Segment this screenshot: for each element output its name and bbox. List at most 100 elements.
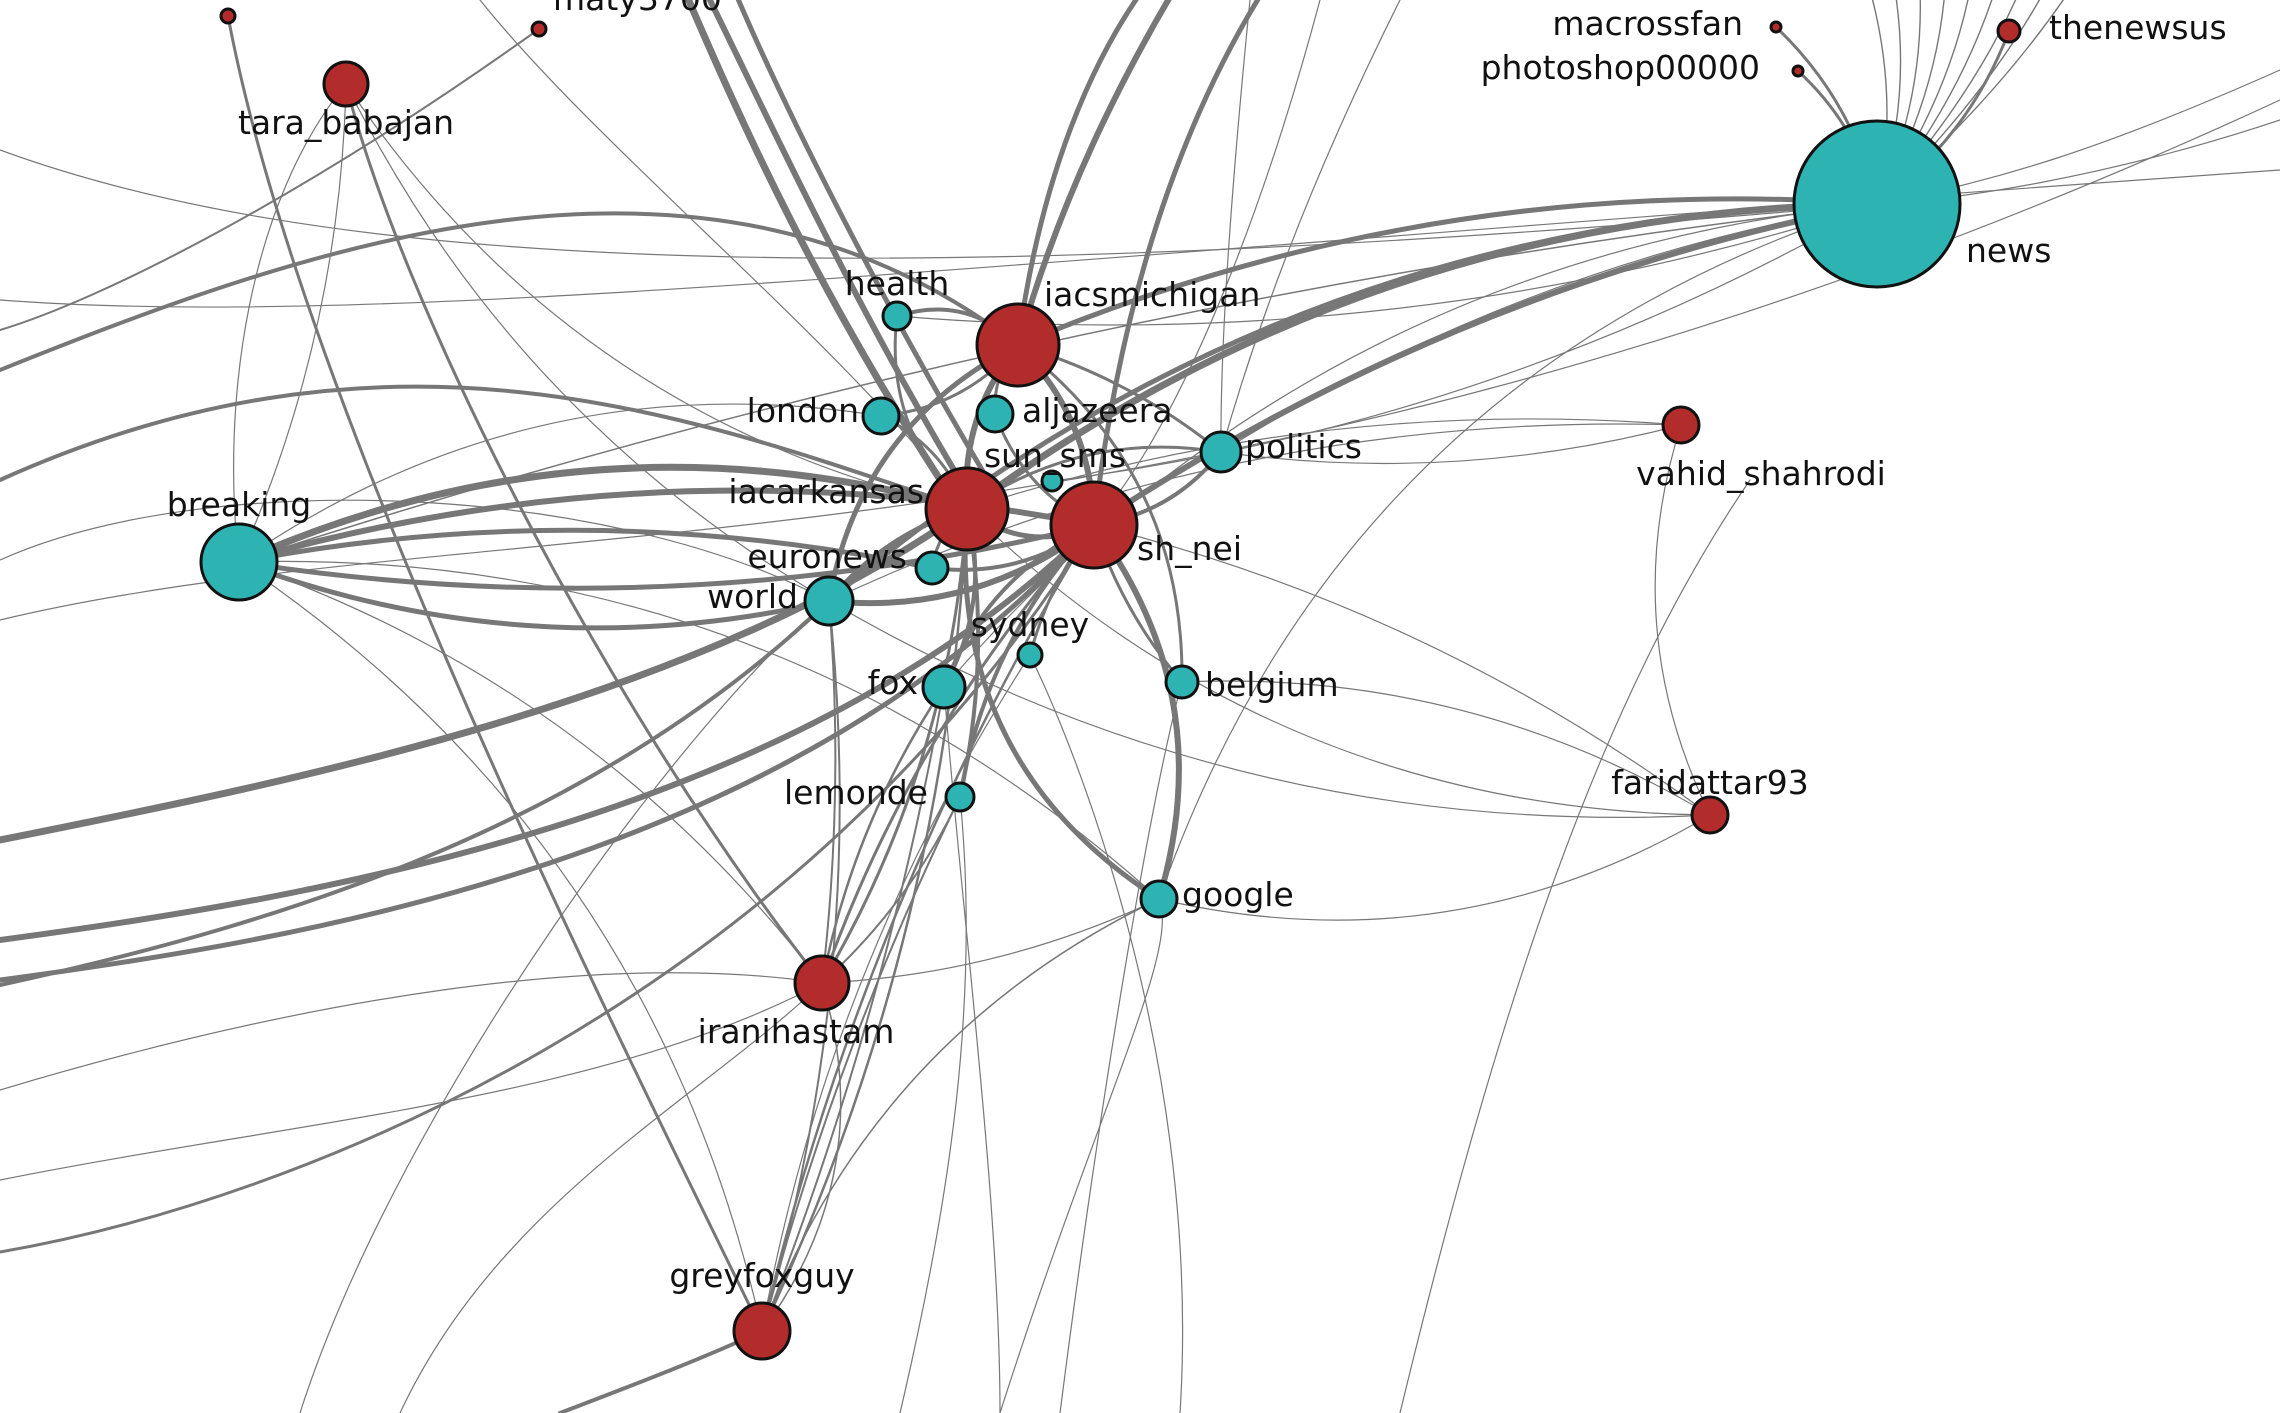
node-label-sydney: sydney: [971, 605, 1089, 644]
node-label-photoshop00000: photoshop00000: [1481, 48, 1760, 87]
node-news: [1792, 119, 1962, 289]
edge-thin: [1158, 203, 1878, 900]
node-label-news: news: [1966, 231, 2051, 270]
node-tara-babajan: [322, 60, 370, 108]
edge-greyfoxguy-google: [761, 898, 1160, 1332]
edge-thin: [1029, 654, 1184, 1413]
edge-thin: [0, 972, 823, 1091]
edge-long: [344, 82, 824, 985]
node-iacarkansas: [924, 466, 1010, 552]
edge-thin: [399, 982, 823, 1413]
edge-thin: [828, 600, 1711, 818]
edge-thin: [238, 403, 882, 563]
node-lemonde: [944, 781, 976, 813]
edge-iacsmichigan-belgium: [1016, 343, 1184, 684]
node-label-greyfoxguy: greyfoxguy: [669, 1256, 854, 1295]
node-breaking: [199, 522, 279, 602]
edge-breaking-iacarkansas: [235, 463, 971, 566]
node-macrossfan: [1769, 20, 1783, 34]
node-label-maty3700: maty3700: [553, 0, 722, 18]
edge-iranihastam-fox: [820, 685, 946, 985]
edge-thin: [1220, 0, 1401, 453]
node-label-london: london: [747, 391, 859, 430]
node-belgium: [1164, 664, 1200, 700]
node-label-euronews: euronews: [747, 537, 907, 576]
edge-thin: [345, 83, 968, 510]
node-greyfoxguy: [732, 1301, 792, 1361]
edge-iranihastam-sh_nei: [820, 523, 1096, 985]
node-aljazeera: [975, 394, 1015, 434]
edge-thin: [238, 83, 347, 563]
edge-thin: [821, 898, 1160, 984]
node-label-politics: politics: [1245, 427, 1362, 466]
node-politics: [1199, 430, 1243, 474]
edge-breaking-world: [236, 559, 832, 631]
node-label-iacarkansas: iacarkansas: [728, 472, 924, 511]
edge-sweep: [0, 599, 831, 987]
edge-bundle: [735, 0, 1003, 503]
node-photoshop00000: [1791, 64, 1805, 78]
node-label-macrossfan: macrossfan: [1552, 4, 1743, 43]
edge-news-sh_nei: [1091, 201, 1880, 528]
node-label-sun-sms: sun_sms: [984, 436, 1126, 475]
edge-bundle: [706, 0, 978, 508]
node-label-google: google: [1182, 875, 1294, 914]
edge-iranihastam-iacarkansas: [820, 507, 969, 985]
edge-thin: [1220, 203, 1878, 453]
edge-sweep: [0, 211, 1020, 372]
edge-sh_nei-google: [1091, 522, 1182, 902]
edge-thin: [943, 203, 1878, 688]
node-corner-user: [219, 7, 237, 25]
edge-thin: [299, 600, 830, 1413]
edge-thin: [1181, 680, 1711, 816]
edge-iacarkansas-google: [962, 506, 1162, 902]
node-label-tara-babajan: tara_babajan: [238, 103, 454, 142]
edge-iacsmichigan-world: [826, 342, 1021, 604]
node-maty3700: [530, 20, 548, 38]
edge-iranihastam-world: [821, 600, 837, 984]
node-label-iacsmichigan: iacsmichigan: [1044, 275, 1260, 314]
node-label-thenewsus: thenewsus: [2049, 8, 2227, 47]
edge-thin: [1220, 0, 1251, 453]
edge-greyfoxguy-lemonde: [761, 796, 961, 1332]
node-fox: [921, 664, 967, 710]
edge-news-iacsmichigan: [1015, 196, 1880, 348]
node-faridattar93: [1690, 795, 1730, 835]
node-label-faridattar93: faridattar93: [1611, 763, 1808, 802]
edge-thin: [1399, 479, 1751, 1413]
nodes-layer: [199, 7, 2022, 1361]
edge-thin: [0, 499, 830, 602]
edge-long: [0, 28, 540, 331]
edge-sweep: [0, 384, 969, 511]
edge-thin: [1654, 424, 1711, 816]
edge-thin: [0, 149, 1878, 259]
edge-breaking-euronews: [236, 527, 935, 571]
edge-thin: [238, 560, 1160, 900]
edge-thin: [828, 423, 1682, 602]
node-label-breaking: breaking: [167, 485, 311, 524]
edge-thin: [999, 898, 1163, 1413]
edge-bundle: [684, 0, 964, 514]
edge-thin: [233, 83, 347, 563]
node-iranihastam: [793, 954, 851, 1012]
node-health: [881, 300, 913, 332]
node-sh-nei: [1049, 480, 1139, 570]
node-sun-sms: [1040, 469, 1064, 493]
edge-thin: [238, 561, 763, 1332]
edge-thin: [0, 169, 2280, 308]
edge-thin: [1093, 0, 1321, 526]
edge-bundle: [1017, 0, 1172, 343]
node-label-health: health: [845, 264, 949, 303]
node-vahid-shahrodi: [1661, 405, 1701, 445]
node-sydney: [1016, 641, 1044, 669]
node-label-vahid-shahrodi: vahid_shahrodi: [1636, 454, 1886, 493]
edge-thin: [1059, 681, 1183, 1413]
edge-greyfoxguy-iranihastam: [761, 982, 842, 1332]
edge-thin: [761, 654, 1031, 1332]
node-label-aljazeera: aljazeera: [1022, 391, 1173, 430]
edge-greyfoxguy-fox: [761, 686, 945, 1332]
node-label-lemonde: lemonde: [784, 773, 928, 812]
